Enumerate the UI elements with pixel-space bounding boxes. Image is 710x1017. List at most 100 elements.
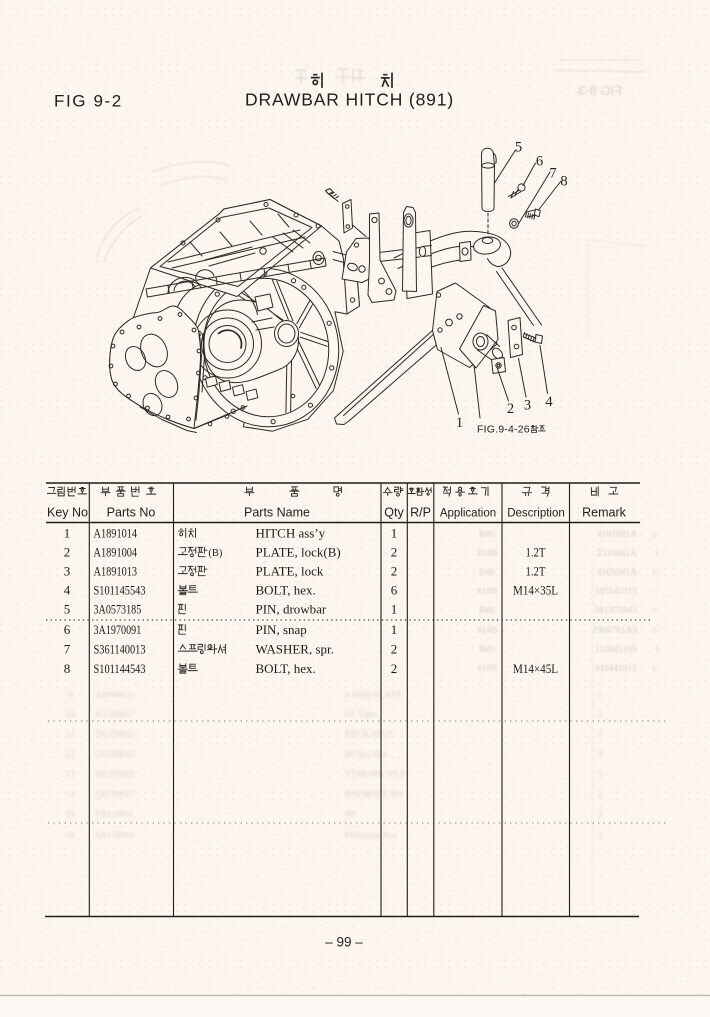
svg-text:3A1970091: 3A1970091	[94, 622, 142, 637]
svg-text:FIG 8-3: FIG 8-3	[578, 83, 622, 98]
svg-text:6: 6	[536, 154, 543, 170]
svg-text:S361140013: S361140013	[94, 642, 146, 657]
svg-text:PIN B #PLT: PIN B #PLT	[345, 730, 392, 740]
svg-text:## hex-Blx: ## hex-Blx	[345, 750, 388, 760]
svg-text:## T,hex: ## T,hex	[345, 710, 378, 720]
svg-text:B1# BOLT. B#: B1# BOLT. B#	[345, 790, 403, 800]
svg-text:PIN, drowbar: PIN, drowbar	[256, 602, 327, 617]
svg-text:1: 1	[391, 526, 398, 541]
svg-text:3A159002: 3A159002	[95, 730, 135, 740]
svg-text:B#li: B#li	[479, 568, 496, 578]
svg-text:345541015: 345541015	[594, 587, 637, 597]
svg-text:8105981A: 8105981A	[597, 568, 637, 578]
svg-text:8: 8	[64, 661, 71, 676]
svg-text:2: 2	[391, 564, 398, 579]
svg-text:3A105002: 3A105002	[95, 770, 135, 780]
svg-text:‡·: ‡·	[652, 663, 659, 673]
svg-text:Remark: Remark	[582, 506, 627, 520]
svg-text:2: 2	[598, 710, 603, 720]
svg-text:2310981A: 2310981A	[597, 549, 637, 559]
svg-text:S101145543: S101145543	[94, 583, 146, 598]
svg-text:4: 4	[545, 394, 553, 410]
svg-text:Key No: Key No	[47, 506, 88, 520]
svg-text:B#li: B#li	[479, 645, 496, 655]
svg-text:#1#B: #1#B	[477, 549, 498, 559]
svg-text:14: 14	[65, 790, 75, 800]
svg-text:7: 7	[64, 642, 71, 657]
svg-text:‡·: ‡·	[652, 529, 659, 539]
svg-text:1: 1	[391, 602, 398, 617]
svg-text:R/P: R/P	[410, 506, 431, 520]
svg-text:PIN,snap flex: PIN,snap flex	[345, 830, 397, 841]
svg-text:4: 4	[64, 583, 71, 598]
svg-text:5: 5	[64, 602, 71, 617]
svg-text:1: 1	[598, 770, 603, 780]
svg-text:#1#B: #1#B	[477, 626, 498, 636]
svg-text:FIG 9-2: FIG 9-2	[54, 92, 123, 111]
svg-text:2: 2	[391, 642, 398, 657]
svg-text:M14×45L: M14×45L	[513, 661, 558, 676]
svg-text:·†: ·†	[652, 644, 659, 654]
svg-text:5A100027: 5A100027	[95, 790, 135, 800]
svg-text:5: 5	[515, 140, 522, 156]
svg-text:1.2T: 1.2T	[526, 564, 546, 579]
svg-text:Description: Description	[507, 508, 565, 520]
svg-text:2: 2	[598, 810, 603, 820]
svg-text:Parts No: Parts No	[107, 506, 156, 520]
svg-text:Qty: Qty	[384, 506, 404, 520]
svg-text:5A109043: 5A109043	[95, 750, 135, 760]
svg-text:FIG.9-4-26: FIG.9-4-26	[477, 424, 530, 436]
svg-text:S101144543: S101144543	[94, 661, 146, 676]
svg-text:PLATE, lock: PLATE, lock	[256, 564, 324, 579]
svg-text:345441012: 345441012	[594, 664, 637, 674]
svg-text:# B(B) PLATE: # B(B) PLATE	[345, 690, 402, 701]
svg-text:2: 2	[391, 661, 398, 676]
svg-text:6: 6	[391, 583, 398, 598]
svg-text:1: 1	[598, 730, 603, 740]
svg-text:12: 12	[65, 750, 75, 760]
svg-text:#1#B: #1#B	[477, 587, 498, 597]
svg-text:4: 4	[598, 750, 603, 760]
svg-text:1: 1	[456, 415, 463, 431]
svg-text:A#890031: A#890031	[95, 691, 135, 701]
svg-text:A1891013: A1891013	[94, 564, 138, 579]
svg-text:2: 2	[391, 545, 398, 560]
svg-text:DRAWBAR HITCH (891): DRAWBAR HITCH (891)	[245, 90, 454, 110]
svg-text:31004116S: 31004116S	[594, 645, 637, 655]
svg-text:1: 1	[598, 790, 603, 800]
svg-text:··: ··	[652, 586, 658, 596]
svg-text:BOLT, hex.: BOLT, hex.	[256, 661, 316, 676]
svg-text:1.2T: 1.2T	[526, 545, 546, 560]
svg-text:9: 9	[68, 691, 73, 701]
svg-text:3A0573185: 3A0573185	[94, 602, 142, 617]
svg-text:WASHER, spr.: WASHER, spr.	[256, 642, 334, 657]
svg-text:3: 3	[524, 398, 531, 414]
svg-text:B#li: B#li	[479, 606, 496, 616]
svg-text:PLATE, lock(B): PLATE, lock(B)	[256, 545, 341, 560]
svg-text:5A1,0904: 5A1,0904	[95, 810, 133, 820]
svg-text:Parts Name: Parts Name	[244, 506, 310, 520]
svg-text:5A170001: 5A170001	[95, 831, 135, 841]
svg-text:BOLT, hex.: BOLT, hex.	[256, 583, 316, 598]
svg-text:11: 11	[65, 730, 74, 740]
svg-text:2: 2	[64, 545, 71, 560]
svg-text:TT#B #BCYLB: TT#B #BCYLB	[345, 770, 407, 780]
svg-text:PIN, snap: PIN, snap	[256, 622, 307, 637]
svg-text:·†: ·†	[652, 548, 659, 558]
svg-text:(B): (B)	[208, 548, 223, 559]
svg-text:7: 7	[549, 166, 556, 182]
svg-text:1900791A3: 1900791A3	[592, 626, 637, 636]
svg-text:6: 6	[64, 622, 71, 637]
svg-text:3: 3	[64, 564, 71, 579]
svg-text:1: 1	[391, 622, 398, 637]
svg-text:– 99 –: – 99 –	[325, 935, 363, 950]
svg-text:A1590017: A1590017	[95, 710, 135, 720]
svg-text:#1#B: #1#B	[477, 664, 498, 674]
svg-text:A1891004: A1891004	[94, 545, 138, 560]
svg-text:Application: Application	[440, 508, 496, 520]
svg-text:581375043: 581375043	[594, 606, 637, 616]
svg-text:8: 8	[560, 174, 567, 190]
svg-text:16: 16	[65, 831, 75, 841]
svg-text:B#li: B#li	[479, 530, 496, 540]
svg-text:1: 1	[598, 831, 603, 841]
